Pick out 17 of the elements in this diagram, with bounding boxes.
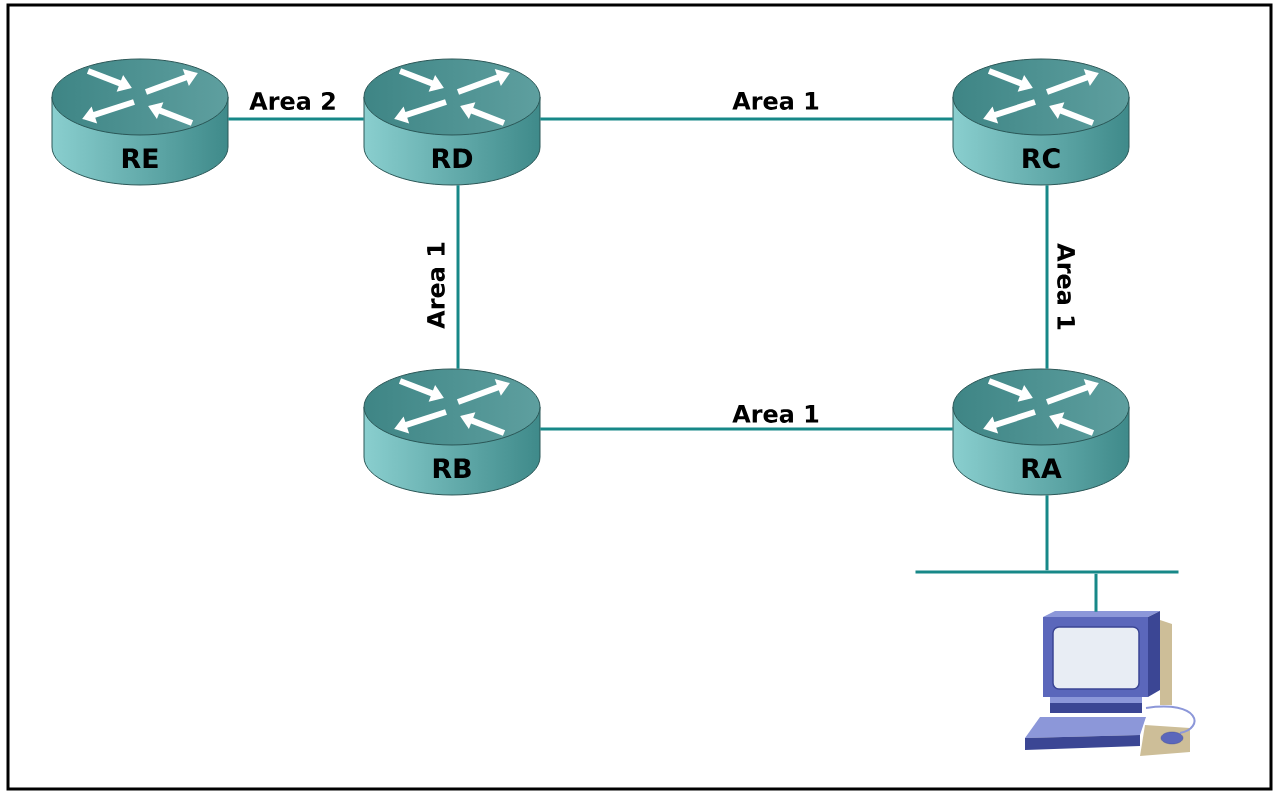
computer-drawing [1025, 611, 1196, 756]
edge-label: Area 1 [426, 240, 446, 330]
connection-line [1094, 573, 1098, 612]
edge-label: Area 1 [731, 91, 821, 111]
connection-line [540, 117, 953, 121]
router: RC [952, 58, 1130, 186]
router: RE [51, 58, 229, 186]
edge-label: Area 1 [731, 404, 821, 424]
router: RD [363, 58, 541, 186]
router: RA [952, 368, 1130, 496]
router: RB [363, 368, 541, 496]
edge-label: Area 2 [248, 90, 338, 112]
connection-line [1045, 495, 1049, 571]
network-segment [915, 570, 1179, 574]
connection-line [228, 117, 364, 121]
edge-label: Area 1 [1056, 242, 1076, 332]
connection-line [540, 427, 953, 431]
